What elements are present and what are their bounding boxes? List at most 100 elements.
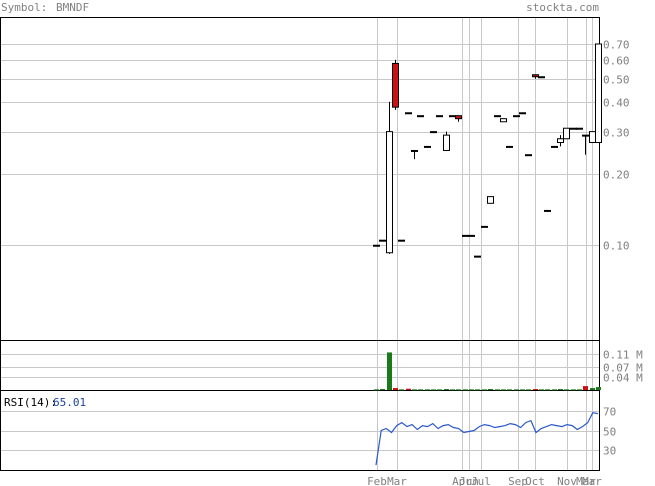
candle-body: [443, 134, 450, 151]
volume-bar: [571, 389, 576, 391]
candle-body: [538, 76, 545, 79]
volume-bar: [545, 389, 550, 391]
x-tick-label: Mar: [582, 475, 602, 486]
candle-body: [474, 255, 481, 258]
price-tick-label: 0.50: [603, 74, 630, 87]
candle: [513, 115, 520, 118]
volume-bar: [488, 389, 493, 391]
volume-bar: [501, 389, 506, 391]
candle: [436, 115, 443, 118]
candle: [506, 145, 513, 148]
volume-bar: [374, 389, 379, 391]
candle-body: [595, 43, 602, 144]
candle: [392, 59, 399, 110]
candle-body: [506, 145, 513, 148]
volume-bar: [539, 389, 544, 391]
volume-bar: [431, 389, 436, 391]
candle: [576, 127, 583, 130]
volume-bar: [380, 389, 385, 391]
candle-body: [386, 131, 393, 254]
volume-bar: [596, 387, 601, 390]
volume-bar: [463, 389, 468, 391]
volume-bar: [399, 389, 404, 391]
volume-tick-label: 0.04 M: [603, 372, 643, 385]
candle: [468, 234, 475, 237]
price-candles: [373, 43, 602, 258]
x-tick-label: Feb: [367, 475, 387, 486]
site-name: stockta.com: [526, 1, 599, 14]
candle: [443, 131, 450, 151]
candle-body: [513, 115, 520, 118]
candle: [417, 115, 424, 118]
volume-bar: [495, 389, 500, 391]
volume-bar: [590, 388, 595, 390]
candle: [405, 112, 412, 115]
volume-panel: [0, 340, 600, 391]
volume-bar: [552, 389, 557, 391]
price-panel: [0, 17, 600, 341]
candle-body: [462, 234, 469, 237]
rsi-value: 65.01: [53, 396, 86, 409]
x-tick-label: Mar: [387, 475, 407, 486]
volume-bar: [558, 389, 563, 391]
candle: [455, 115, 462, 122]
x-tick-label: Oct: [525, 475, 545, 486]
candle-body: [436, 115, 443, 118]
volume-bar: [425, 389, 430, 391]
candle-body: [424, 145, 431, 148]
candle-body: [551, 145, 558, 148]
candle: [570, 127, 577, 130]
candle: [481, 225, 488, 228]
candle: [430, 131, 437, 134]
volume-bars: [374, 352, 601, 391]
symbol-label: Symbol:: [1, 1, 47, 14]
rsi-label: RSI(14):: [4, 396, 57, 409]
volume-bar: [526, 389, 531, 391]
volume-bar: [533, 389, 538, 391]
candle-body: [589, 131, 596, 144]
candle: [500, 118, 507, 123]
candle-body: [411, 149, 418, 152]
price-tick-label: 0.20: [603, 169, 630, 182]
volume-bar: [475, 389, 480, 391]
candle-body: [570, 127, 577, 130]
candle: [411, 149, 418, 160]
volume-bar: [456, 389, 461, 391]
volume-tick-label: 0.07 M: [603, 362, 643, 375]
rsi-tick-label: 50: [603, 426, 616, 439]
volume-bar: [507, 389, 512, 391]
symbol-ticker: BMNDF: [56, 1, 89, 14]
volume-bar: [412, 389, 417, 391]
candle: [424, 145, 431, 148]
candle: [487, 196, 494, 204]
candle: [538, 76, 545, 79]
grid-lines: [1, 18, 599, 470]
volume-bar: [437, 389, 442, 391]
candle-body: [576, 127, 583, 130]
x-tick-label: Nov: [557, 475, 577, 486]
candle-body: [532, 74, 539, 78]
volume-bar: [469, 389, 474, 391]
rsi-line: [375, 412, 599, 466]
volume-bar: [583, 386, 588, 390]
candle: [462, 234, 469, 237]
candle: [519, 112, 526, 115]
price-tick-label: 0.40: [603, 97, 630, 110]
candle-body: [449, 115, 456, 118]
x-tick-label: Mar: [576, 475, 596, 486]
candle-body: [455, 115, 462, 120]
volume-bar: [520, 389, 525, 391]
candle-body: [487, 196, 494, 204]
x-tick-label: Jul: [471, 475, 491, 486]
candle: [379, 239, 386, 242]
candle-body: [544, 209, 551, 212]
rsi-tick-label: 30: [603, 445, 616, 458]
candle: [449, 115, 456, 118]
candle: [582, 134, 589, 155]
candle-body: [373, 244, 380, 247]
volume-bar: [393, 388, 398, 390]
candle-body: [392, 62, 399, 108]
candle-body: [557, 138, 564, 144]
volume-bar: [577, 389, 582, 391]
